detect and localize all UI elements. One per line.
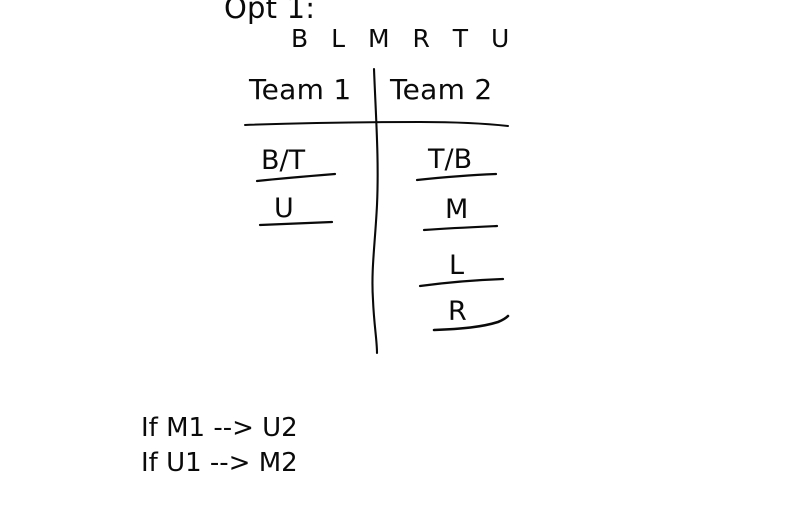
team-2-slot-2: L	[449, 250, 465, 281]
team-2-slot-1: M	[445, 194, 469, 225]
rule-line-2: If U1 --> M2	[141, 448, 298, 478]
team-1-slot-1: U	[274, 193, 294, 224]
page-title: Opt 1:	[224, 0, 316, 25]
team-2-slot-3: R	[448, 296, 467, 327]
rule-line-1: If M1 --> U2	[141, 413, 298, 443]
team-2-header: Team 2	[390, 73, 493, 106]
letter-pool: B L M R T U	[291, 24, 517, 53]
team-1-slot-0: B/T	[261, 145, 306, 176]
team1-slot-1-underline	[258, 220, 334, 227]
team-1-header: Team 1	[249, 73, 352, 106]
team2-slot-3-underline	[432, 314, 510, 332]
column-divider-line	[371, 67, 379, 355]
team-2-slot-0: T/B	[428, 144, 473, 175]
header-underline	[244, 120, 509, 127]
team2-slot-1-underline	[422, 224, 499, 232]
